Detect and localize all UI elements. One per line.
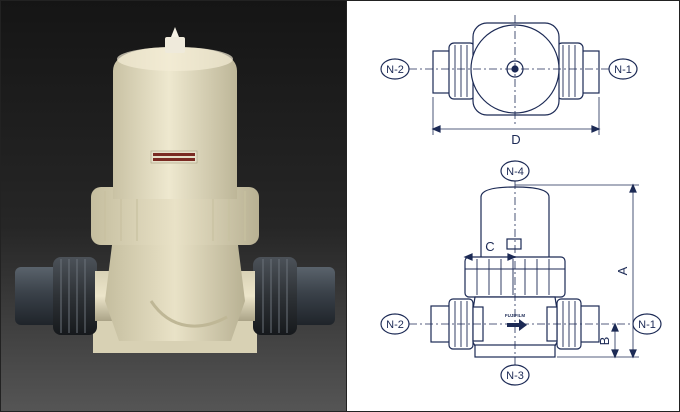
dimension-a-label: A bbox=[615, 266, 630, 275]
pipe-left bbox=[15, 267, 65, 325]
product-label-plate bbox=[150, 150, 198, 164]
front-port-left-label: N-2 bbox=[386, 319, 404, 331]
valve-body bbox=[105, 237, 245, 341]
dimension-c-label: C bbox=[485, 239, 494, 254]
panel-divider bbox=[346, 0, 347, 412]
top-port-left-label: N-2 bbox=[386, 64, 404, 76]
front-port-right-label: N-1 bbox=[638, 319, 656, 331]
front-view bbox=[380, 160, 662, 386]
product-photo bbox=[1, 1, 346, 411]
front-port-top-label: N-4 bbox=[506, 166, 524, 178]
pipe-right bbox=[285, 267, 335, 325]
top-view bbox=[380, 15, 638, 135]
dimension-d-label: D bbox=[511, 132, 520, 147]
top-fitting bbox=[165, 37, 185, 53]
dimension-b-label: B bbox=[597, 337, 612, 346]
union-nut-left bbox=[53, 257, 97, 335]
valve-photo-illustration bbox=[15, 27, 335, 353]
top-port-right-label: N-1 bbox=[614, 64, 632, 76]
body-brand-label: FUJIFILM bbox=[505, 313, 525, 318]
drawing-svg: N-2 N-1 D bbox=[380, 15, 662, 386]
union-nut-right bbox=[253, 257, 297, 335]
front-port-bottom-label: N-3 bbox=[506, 370, 524, 382]
nut-ridges bbox=[60, 259, 288, 333]
bonnet-ring bbox=[91, 187, 259, 245]
valve-cap bbox=[113, 47, 237, 199]
technical-drawing: N-2 N-1 D bbox=[347, 1, 679, 411]
